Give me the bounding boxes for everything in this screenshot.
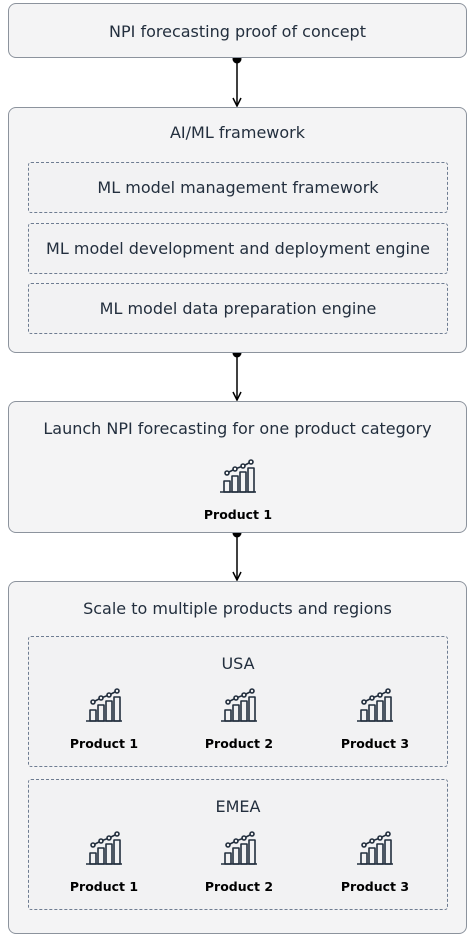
arrow-1 xyxy=(233,54,242,107)
poc-box: NPI forecasting proof of concept xyxy=(8,3,467,58)
product-label: Product 1 xyxy=(69,736,139,751)
scale-box: Scale to multiple products and regions U… xyxy=(8,581,467,934)
product-label: Product 2 xyxy=(204,736,274,751)
framework-title: AI/ML framework xyxy=(169,123,306,142)
product-label: Product 3 xyxy=(340,736,410,751)
region-product: Product 1 xyxy=(44,831,164,894)
region-emea: EMEA Product 1 xyxy=(28,779,448,910)
poc-title: NPI forecasting proof of concept xyxy=(109,22,366,41)
launch-product: Product 1 xyxy=(178,459,298,522)
scale-title: Scale to multiple products and regions xyxy=(83,599,392,618)
bar-chart-trend-icon xyxy=(357,688,393,722)
region-name: EMEA xyxy=(215,797,261,816)
arrow-3 xyxy=(233,528,242,581)
bar-chart-trend-icon xyxy=(221,688,257,722)
region-product: Product 3 xyxy=(315,831,435,894)
region-product: Product 1 xyxy=(44,688,164,751)
region-product: Product 3 xyxy=(315,688,435,751)
region-product: Product 2 xyxy=(179,688,299,751)
product-label: Product 1 xyxy=(69,879,139,894)
product-label: Product 3 xyxy=(340,879,410,894)
bar-chart-trend-icon xyxy=(220,459,256,493)
framework-item-label: ML model development and deployment engi… xyxy=(46,239,430,258)
arrow-2 xyxy=(233,348,242,401)
bar-chart-trend-icon xyxy=(357,831,393,865)
region-product: Product 2 xyxy=(179,831,299,894)
framework-item-label: ML model data preparation engine xyxy=(99,299,377,318)
product-label: Product 1 xyxy=(203,507,273,522)
framework-item-data-prep: ML model data preparation engine xyxy=(28,283,448,334)
region-name: USA xyxy=(221,654,255,673)
launch-box: Launch NPI forecasting for one product c… xyxy=(8,401,467,533)
product-label: Product 2 xyxy=(204,879,274,894)
framework-item-label: ML model management framework xyxy=(97,178,379,197)
framework-box: AI/ML framework ML model management fram… xyxy=(8,107,467,353)
bar-chart-trend-icon xyxy=(221,831,257,865)
framework-item-management: ML model management framework xyxy=(28,162,448,213)
launch-title: Launch NPI forecasting for one product c… xyxy=(43,419,432,438)
bar-chart-trend-icon xyxy=(86,688,122,722)
framework-item-development: ML model development and deployment engi… xyxy=(28,223,448,274)
bar-chart-trend-icon xyxy=(86,831,122,865)
region-usa: USA Product 1 xyxy=(28,636,448,767)
